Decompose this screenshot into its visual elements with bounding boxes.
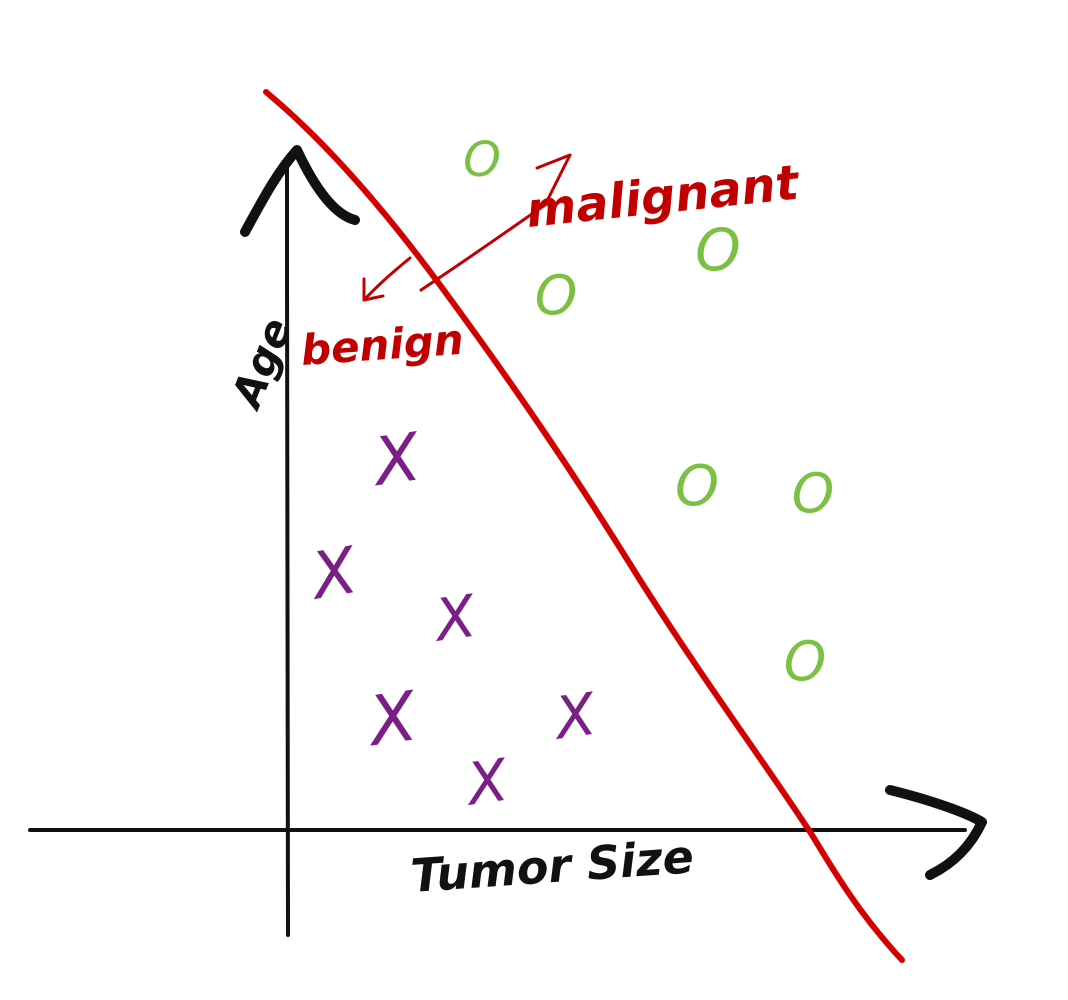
cross-marker: X [361, 677, 422, 762]
cross-marker: X [460, 746, 513, 819]
benign-label: benign [299, 315, 465, 375]
circle-marker: O [535, 264, 578, 327]
circle-marker: O [695, 216, 741, 284]
x-axis-arrowhead [885, 785, 987, 880]
circle-marker: O [463, 132, 501, 188]
decision-boundary-line [263, 89, 905, 963]
benign-pointer-arrow [362, 256, 412, 302]
cross-marker: X [366, 418, 426, 501]
benign-arrowhead [362, 277, 385, 302]
malignant-pointer-arrow [419, 203, 547, 292]
y-axis-arrowhead [240, 145, 360, 237]
cross-marker: X [428, 582, 481, 655]
cross-marker: X [548, 680, 601, 753]
cross-marker: X [303, 534, 363, 615]
circle-markers: O O O O O O [463, 132, 834, 693]
circle-marker: O [792, 462, 835, 525]
y-axis-line [285, 163, 290, 937]
y-axis-label: Age [221, 311, 302, 417]
axes [28, 145, 987, 937]
malignant-arrowhead [535, 153, 572, 207]
circle-marker: O [784, 630, 827, 693]
cross-markers: X X X X X X [303, 418, 600, 819]
circle-marker: O [675, 454, 719, 519]
x-axis-label: Tumor Size [409, 829, 695, 903]
